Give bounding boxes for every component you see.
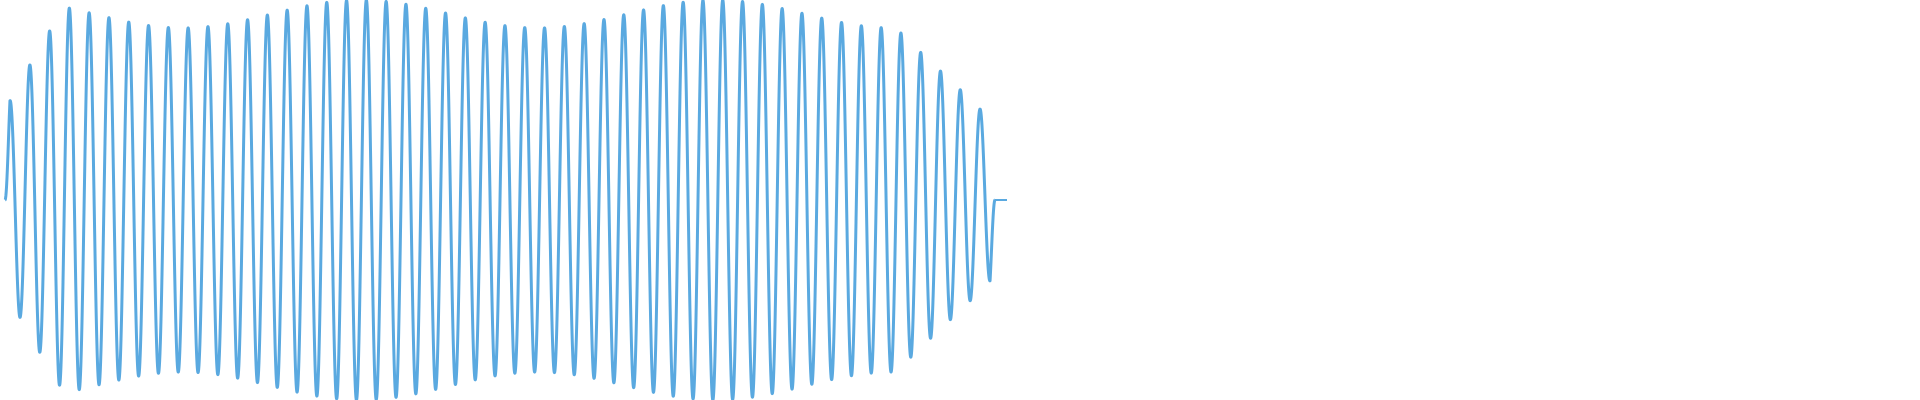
waveform-path	[3, 0, 997, 400]
